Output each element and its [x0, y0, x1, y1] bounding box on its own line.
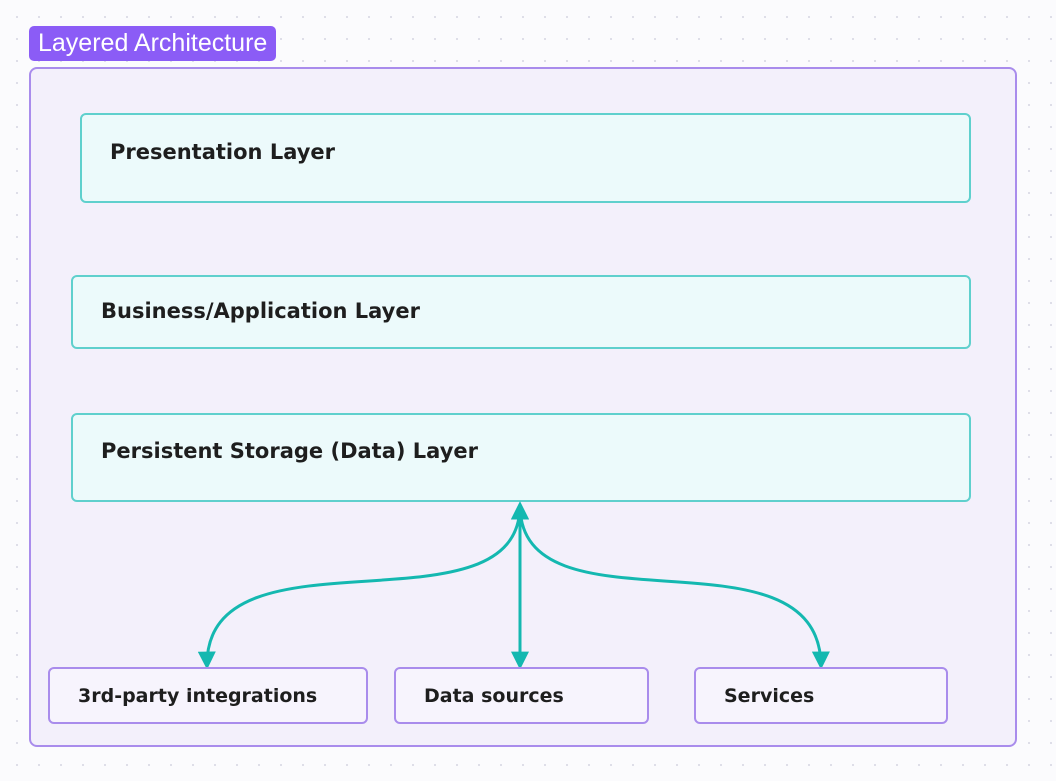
- data-sources-label: Data sources: [424, 685, 564, 707]
- data-sources-node[interactable]: Data sources: [394, 667, 649, 724]
- diagram-title: Layered Architecture: [29, 26, 277, 61]
- storage-layer-label: Persistent Storage (Data) Layer: [101, 439, 478, 463]
- services-label: Services: [724, 685, 815, 707]
- business-layer-box[interactable]: Business/Application Layer: [71, 275, 971, 349]
- business-layer-label: Business/Application Layer: [101, 299, 420, 323]
- third-party-integrations-label: 3rd-party integrations: [78, 685, 318, 707]
- third-party-integrations-node[interactable]: 3rd-party integrations: [48, 667, 368, 724]
- storage-layer-box[interactable]: Persistent Storage (Data) Layer: [71, 413, 971, 502]
- services-node[interactable]: Services: [694, 667, 948, 724]
- presentation-layer-label: Presentation Layer: [110, 140, 336, 164]
- presentation-layer-box[interactable]: Presentation Layer: [80, 113, 971, 203]
